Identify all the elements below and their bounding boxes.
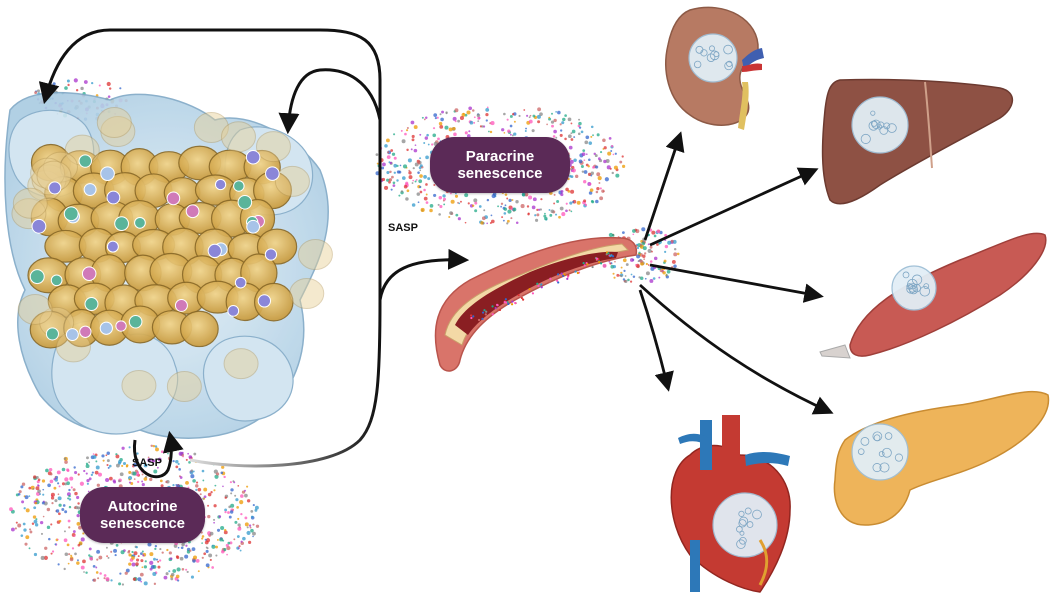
muscle-icon [819, 232, 1047, 359]
paracrine-line1: Paracrine [465, 147, 535, 165]
senescent-cell-details [693, 44, 930, 549]
liver-icon [821, 78, 1014, 205]
paracrine-senescence-label: Paracrine senescence [430, 137, 570, 193]
kidney-icon [665, 6, 764, 130]
autocrine-line2: senescence [99, 515, 186, 532]
organ-arrows [638, 131, 834, 415]
heart-icon [670, 415, 791, 593]
autocrine-senescence-label: Autocrine senescence [80, 487, 205, 543]
autocrine-line1: Autocrine [107, 497, 178, 515]
blood-vessel-icon [434, 236, 638, 372]
sasp-arrows [38, 28, 470, 479]
paracrine-line2: senescence [457, 165, 543, 182]
immune-cells [29, 149, 280, 342]
sasp-label-bottom: SASP [132, 457, 162, 469]
pancreas-icon [833, 390, 1050, 526]
adipose-tissue [4, 91, 333, 439]
blood-particles [469, 251, 615, 322]
sasp-label-top: SASP [388, 222, 418, 234]
